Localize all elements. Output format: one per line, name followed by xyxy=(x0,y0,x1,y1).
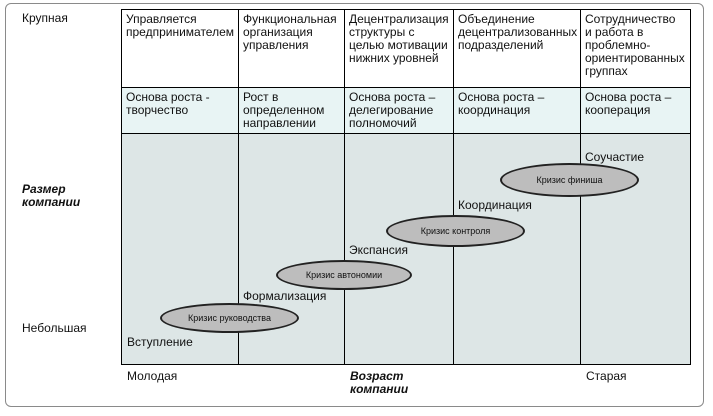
grid-line-v5 xyxy=(690,9,691,365)
crisis-label-4: Кризис финиша xyxy=(536,175,603,185)
phase-3-header: Децентрализация структуры с целью мотива… xyxy=(349,12,449,65)
crisis-ellipse-2: Кризис автономии xyxy=(276,260,412,290)
phase-4-header: Объединение децентрализованных подраздел… xyxy=(458,12,578,52)
x-axis-title: Возраст компании xyxy=(350,369,409,396)
phase-3-basis: Основа роста – делегирование полномочий xyxy=(349,90,436,130)
phase-1-header: Управляется предпринимателем xyxy=(126,12,235,39)
y-axis-bottom-label: Небольшая xyxy=(22,321,87,335)
y-axis-title: Размер компании xyxy=(22,182,81,209)
phase-1-basis: Основа роста - творчество xyxy=(126,90,210,117)
grid-line-bottom xyxy=(121,364,691,365)
stage-label-2: Формализация xyxy=(243,289,327,303)
stage-label-5: Соучастие xyxy=(585,150,645,164)
y-axis-top-label: Крупная xyxy=(22,11,68,25)
x-axis-left-label: Молодая xyxy=(127,369,178,383)
phase-2-basis: Рост в определенном направлении xyxy=(243,90,325,130)
phase-4-basis: Основа роста – координация xyxy=(458,90,545,117)
grid-line-v2 xyxy=(344,9,345,365)
diagram-frame xyxy=(5,3,704,407)
grid-line-header xyxy=(121,87,691,88)
grid-line-top xyxy=(121,9,691,10)
crisis-ellipse-4: Кризис финиша xyxy=(500,163,639,197)
grid-line-basis xyxy=(121,133,691,134)
crisis-ellipse-3: Кризис контроля xyxy=(386,215,525,247)
grid-line-v0 xyxy=(121,9,122,365)
crisis-label-1: Кризис руководства xyxy=(188,313,271,323)
crisis-ellipse-1: Кризис руководства xyxy=(160,303,299,333)
stage-label-4: Координация xyxy=(458,198,532,212)
grid-line-v3 xyxy=(453,9,454,365)
stage-label-1: Вступление xyxy=(127,335,193,349)
grid-line-v1 xyxy=(238,9,239,365)
phase-2-header: Функциональная организация управления xyxy=(243,12,337,52)
header-band xyxy=(121,9,691,87)
crisis-label-3: Кризис контроля xyxy=(420,226,491,236)
x-axis-right-label: Старая xyxy=(586,369,627,383)
phase-5-header: Сотрудничество и работа в проблемно- ори… xyxy=(585,12,685,78)
basis-band xyxy=(121,87,691,133)
crisis-label-2: Кризис автономии xyxy=(305,270,383,280)
stage-label-3: Экспансия xyxy=(349,243,409,257)
phase-5-basis: Основа роста – кооперация xyxy=(585,90,672,117)
